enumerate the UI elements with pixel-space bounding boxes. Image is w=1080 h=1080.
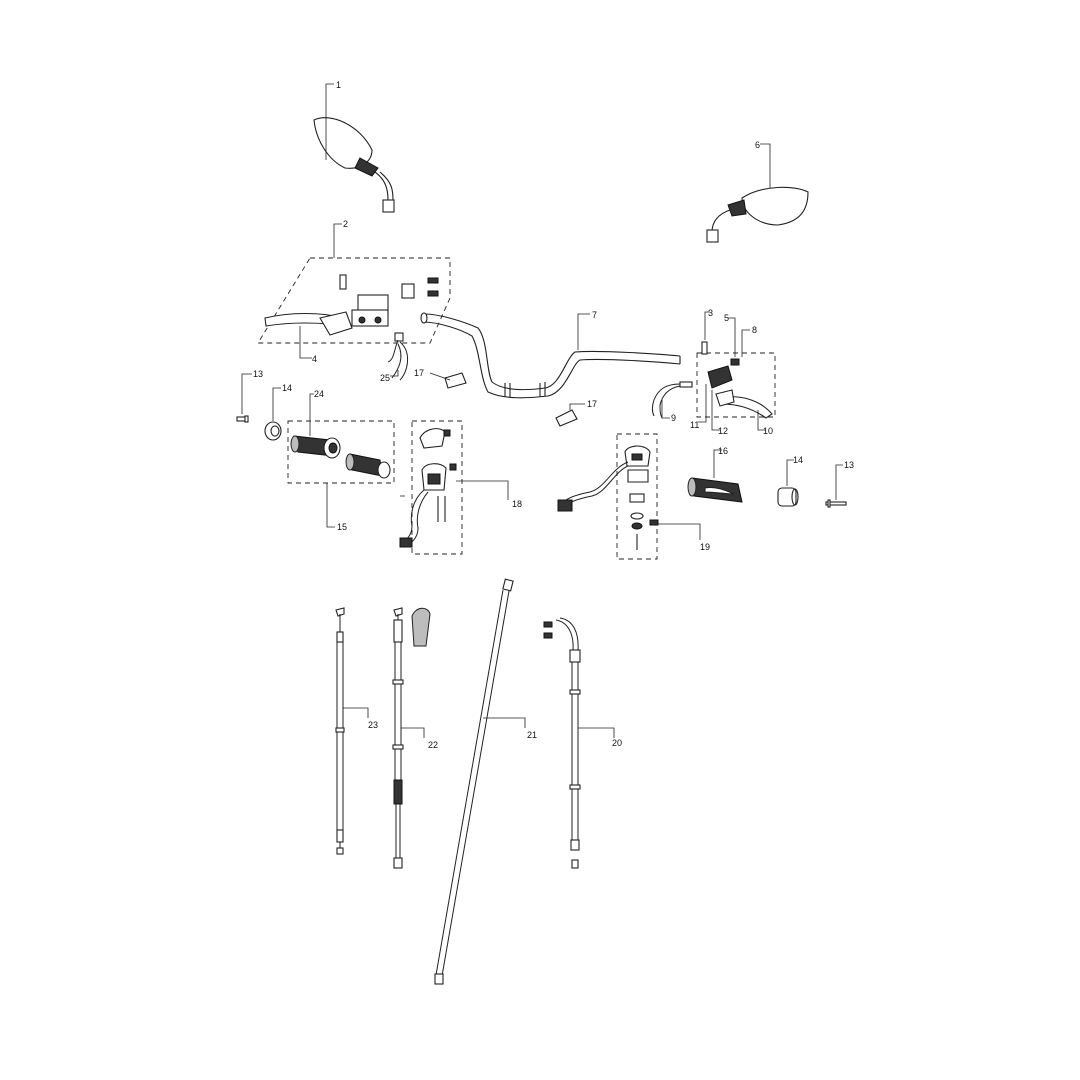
callout-16: 16 (718, 446, 728, 456)
callout-3: 3 (708, 308, 713, 318)
grip-set: 24 15 (287, 389, 395, 532)
left-bar-end: 13 14 (236, 369, 292, 441)
cable-20: 20 (543, 617, 622, 869)
callout-18: 18 (512, 499, 522, 509)
callout-11: 11 (690, 420, 699, 430)
left-grip (290, 435, 341, 459)
right-bar-end: 14 13 (777, 455, 854, 508)
callout-20: 20 (612, 738, 622, 748)
left-brake-assembly: 2 4 25 (257, 219, 451, 383)
cable-21: 21 (434, 578, 537, 985)
callout-14-left: 14 (282, 383, 292, 393)
throttle-grip: 16 (687, 446, 743, 503)
callout-14-right: 14 (793, 455, 803, 465)
callout-13-right: 13 (844, 460, 854, 470)
callout-8: 8 (752, 325, 757, 335)
bar-clamp-upper: 17 (414, 368, 467, 389)
callout-24: 24 (314, 389, 324, 399)
callout-17-lower: 17 (587, 399, 597, 409)
handlebar: 7 (420, 310, 681, 399)
left-switch-assembly: 18 (399, 420, 522, 555)
callout-17-upper: 17 (414, 368, 424, 378)
callout-13-left: 13 (253, 369, 263, 379)
right-switch-assembly: 19 (557, 433, 710, 560)
callout-10: 10 (763, 426, 773, 436)
cable-23: 23 (335, 607, 378, 855)
callout-6: 6 (755, 140, 760, 150)
callout-23: 23 (368, 720, 378, 730)
callout-22: 22 (428, 740, 438, 750)
left-mirror: 1 (313, 80, 395, 213)
callout-4: 4 (312, 354, 317, 364)
callout-1: 1 (336, 80, 341, 90)
cable-22: 22 (392, 607, 438, 869)
callout-21: 21 (527, 730, 537, 740)
right-mirror: 6 (706, 140, 809, 243)
clutch-switch-wire: 9 (652, 381, 693, 423)
callout-9: 9 (671, 413, 676, 423)
callout-5: 5 (724, 313, 729, 323)
callout-19: 19 (700, 542, 710, 552)
callout-12: 12 (718, 426, 728, 436)
right-grip (345, 453, 391, 479)
callout-15: 15 (337, 522, 347, 532)
callout-7: 7 (592, 310, 597, 320)
bar-clamp-lower: 17 (555, 399, 597, 427)
callout-25: 25 (380, 373, 390, 383)
clutch-lever-assembly: 3 5 8 11 12 10 (690, 308, 776, 436)
callout-2: 2 (343, 219, 348, 229)
